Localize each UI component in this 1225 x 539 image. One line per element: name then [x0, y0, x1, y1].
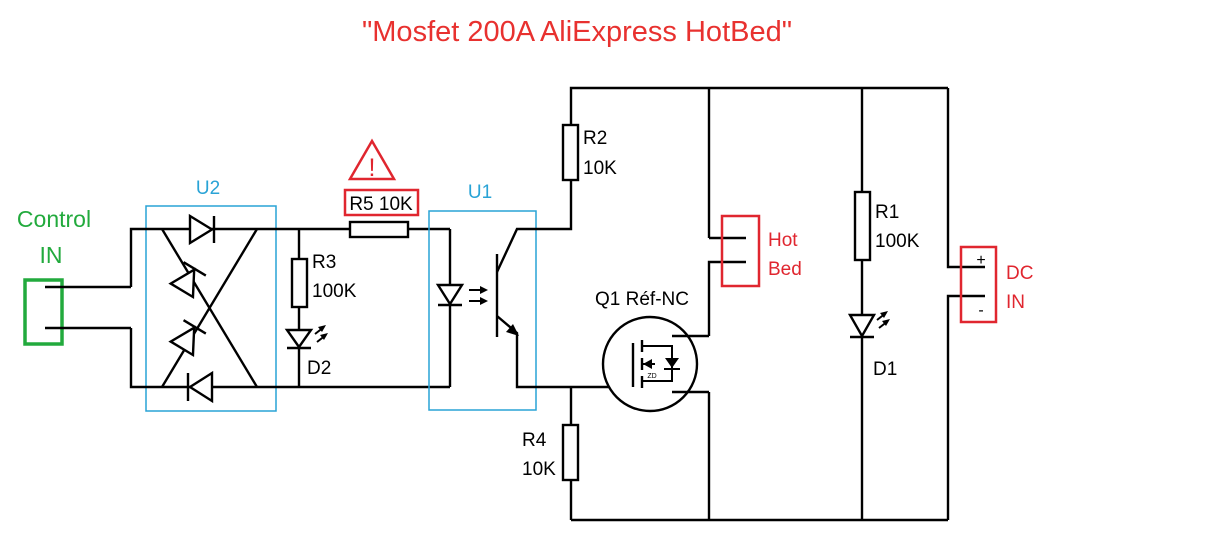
u1-box [428, 210, 537, 411]
diode-bridge-top [188, 213, 215, 246]
q1-label: Q1 Réf-NC [595, 289, 689, 310]
dc-plus-symbol: + [976, 252, 985, 269]
r1-name: R1 [875, 202, 899, 223]
wire-bridge-bottom [129, 328, 257, 389]
diode-bridge-diag-lower [168, 319, 207, 358]
r1-value: 100K [875, 231, 920, 252]
dc-minus-symbol: - [978, 302, 983, 319]
wire-dc-minus [946, 294, 985, 520]
hot-bed-connector [720, 214, 761, 288]
led-d1 [847, 311, 890, 339]
optocoupler-transistor [495, 181, 573, 389]
wire-bridge-diag-2 [160, 228, 259, 388]
r4-name: R4 [522, 430, 547, 451]
svg-text:ZD: ZD [647, 373, 656, 380]
resistor-r1 [853, 190, 872, 262]
r3-value: 100K [312, 281, 357, 302]
control-in-label-line2: IN [40, 242, 63, 268]
diagram-title: "Mosfet 200A AliExpress HotBed" [362, 16, 792, 48]
r4-value: 10K [522, 459, 556, 480]
warning-symbol: ! [369, 154, 376, 182]
diode-bridge-diag-upper [168, 261, 207, 300]
u2-label: U2 [196, 178, 220, 199]
mosfet-q1-internals: ZD [631, 334, 709, 394]
d1-label: D1 [873, 359, 897, 380]
r5-label: R5 10K [349, 194, 413, 215]
wire-dc-plus [946, 88, 985, 269]
diode-bridge-bottom [187, 370, 214, 404]
resistor-r5 [348, 220, 410, 239]
wire-top-rail [569, 86, 948, 126]
r2-name: R2 [583, 128, 607, 149]
hot-bed-label-line2: Bed [768, 259, 802, 280]
u2-box [145, 205, 277, 412]
control-in-label-line1: Control [17, 206, 91, 232]
control-in-connector [23, 278, 64, 346]
bridge-rectifier [129, 213, 259, 404]
r3-name: R3 [312, 252, 336, 273]
resistor-r4 [561, 423, 580, 482]
dc-in-label-line2: IN [1006, 292, 1025, 313]
r5-highlight-box [343, 188, 420, 217]
resistor-r2 [561, 123, 580, 182]
d2-label: D2 [307, 358, 331, 379]
wire-hotbed-pin2 [707, 260, 746, 336]
led-d2 [284, 325, 328, 350]
optocoupler-led [435, 229, 488, 387]
hot-bed-label-line1: Hot [768, 230, 798, 251]
dc-in-connector [959, 245, 998, 324]
r2-value: 10K [583, 158, 617, 179]
u1-label: U1 [468, 182, 492, 203]
resistor-r3 [290, 257, 309, 309]
dc-in-label-line1: DC [1006, 263, 1033, 284]
warning-icon [347, 138, 397, 181]
